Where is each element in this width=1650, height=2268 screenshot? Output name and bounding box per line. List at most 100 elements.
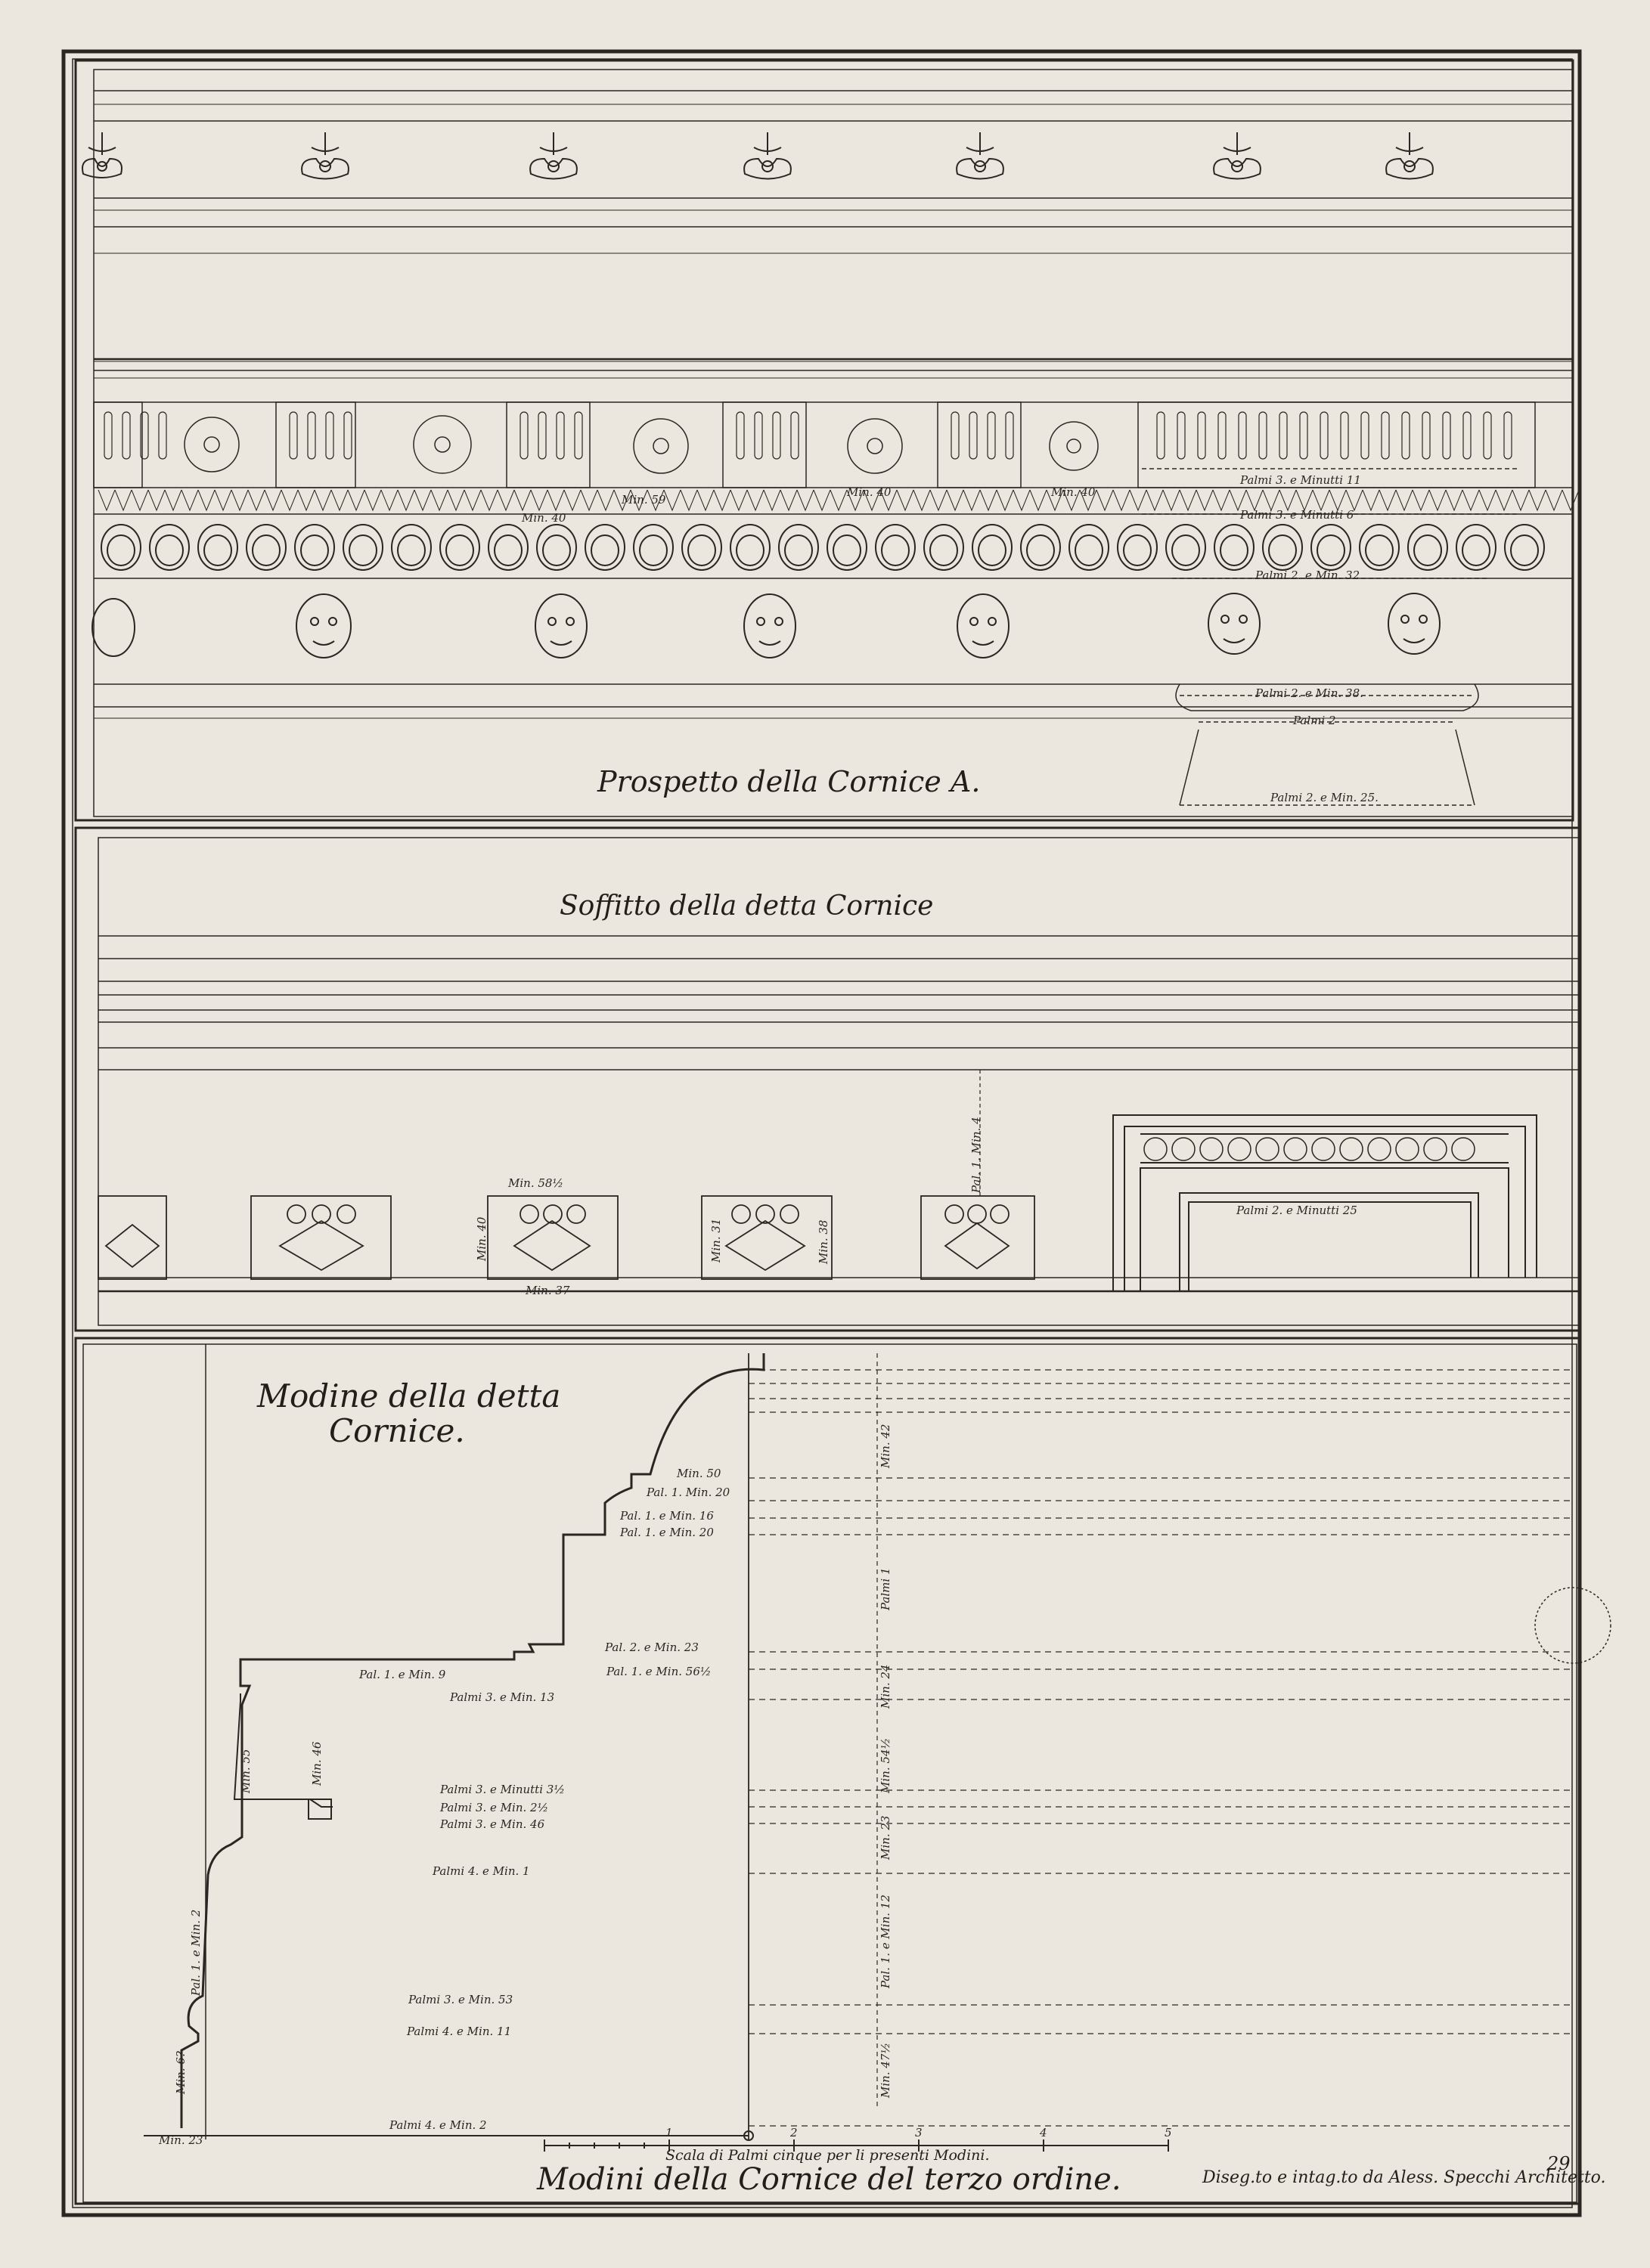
dentil [1562,489,1580,512]
dim-label: Pal. 1. Min. 20 [647,1486,730,1499]
dentil [1013,489,1031,512]
profile-title-line1: Modine della detta [257,1377,561,1414]
egg-inner [107,534,135,566]
dim-label: Palmi 2 [1293,714,1336,727]
flute [1422,411,1431,460]
egg [1456,524,1496,571]
dentil [1478,489,1496,512]
dentil [264,489,282,512]
flute [104,411,113,460]
egg-inner [591,534,619,566]
flute [556,411,565,460]
flute [1279,411,1288,460]
dim-label: Palmi 3. e Min. 13 [450,1690,555,1704]
dentil [1512,489,1530,512]
dentil [1462,489,1480,512]
egg-inner [300,534,329,566]
dim-label: Palmi 3. e Min. 46 [440,1817,545,1831]
dentil [929,489,948,512]
dim-label: Min. 55 [239,1749,253,1793]
flute [1005,411,1014,460]
dim-label: Pal. 1. e Min. 20 [620,1526,714,1539]
scale-tick-label: 4 [1040,2126,1047,2139]
dentil [247,489,265,512]
profile-panel [74,1337,1611,2205]
dentil [1162,489,1180,512]
dentil [1279,489,1297,512]
dentil [879,489,898,512]
egg-inner [542,534,571,566]
rosettes [184,415,1099,474]
dim-label: Palmi 3. e Minutti 11 [1240,473,1361,487]
egg-inner [203,534,232,566]
soffit-circle [1227,1137,1251,1161]
dentil [1545,489,1563,512]
flute [1483,411,1492,460]
egg [972,524,1013,571]
egg [536,524,577,571]
dentil [114,489,132,512]
egg [1407,524,1448,571]
flute [1197,411,1206,460]
dentil [597,489,615,512]
dentil [98,489,116,512]
egg [1214,524,1255,571]
dim-label: Min. 58½ [508,1176,563,1190]
egg-inner [445,534,474,566]
flute [1177,411,1186,460]
flute [122,411,131,460]
soffit-circle [1395,1137,1419,1161]
dim-label: Pal. 1. e Min. 12 [879,1895,892,1988]
flute [1340,411,1349,460]
dim-label: Palmi 2. e Min. 25. [1270,791,1379,804]
egg-inner [1026,534,1055,566]
flute [325,411,334,460]
egg [827,524,867,571]
scale-tick-label: 5 [1165,2126,1172,2139]
dim-label: Min. 37 [526,1284,570,1297]
dentil [380,489,399,512]
dentil [979,489,997,512]
egg [1020,524,1061,571]
page-number: 29 [1547,2153,1571,2174]
dentil [1362,489,1380,512]
egg-inner [349,534,377,566]
dentil [364,489,382,512]
flute [307,411,316,460]
dentil [330,489,349,512]
dentil [1262,489,1280,512]
egg [246,524,287,571]
scale-bar [544,2130,1169,2152]
dentil [730,489,748,512]
egg-inner [1413,534,1442,566]
egg-inner [494,534,523,566]
dentil [863,489,881,512]
dim-label: Pal. 1. e Min. 56½ [606,1665,712,1678]
egg [681,524,722,571]
dentil [1445,489,1463,512]
dim-label: Min. 24 [879,1664,892,1709]
dentil [713,489,731,512]
egg-inner [1510,534,1539,566]
dim-label: Palmi 3. e Min. 53 [408,1993,513,2006]
dentil [1179,489,1197,512]
soffit-opening [1112,1114,1537,1291]
soffit-title: Soffitto della detta Cornice [560,891,934,922]
egg-inner [784,534,813,566]
dentil [297,489,315,512]
egg-inner [252,534,281,566]
dim-label: Min. 31 [709,1218,723,1263]
flute [1381,411,1390,460]
dim-label: Min. 40 [847,485,892,499]
dentil [430,489,448,512]
dentil [563,489,582,512]
elevation-panel [74,59,1580,822]
dim-label: Pal. 1. e Min. 2 [189,1909,203,1996]
dentil [314,489,332,512]
flute [1217,411,1227,460]
flute [987,411,996,460]
egg-inner [881,534,910,566]
dentil [464,489,482,512]
flute [790,411,799,460]
egg [633,524,674,571]
